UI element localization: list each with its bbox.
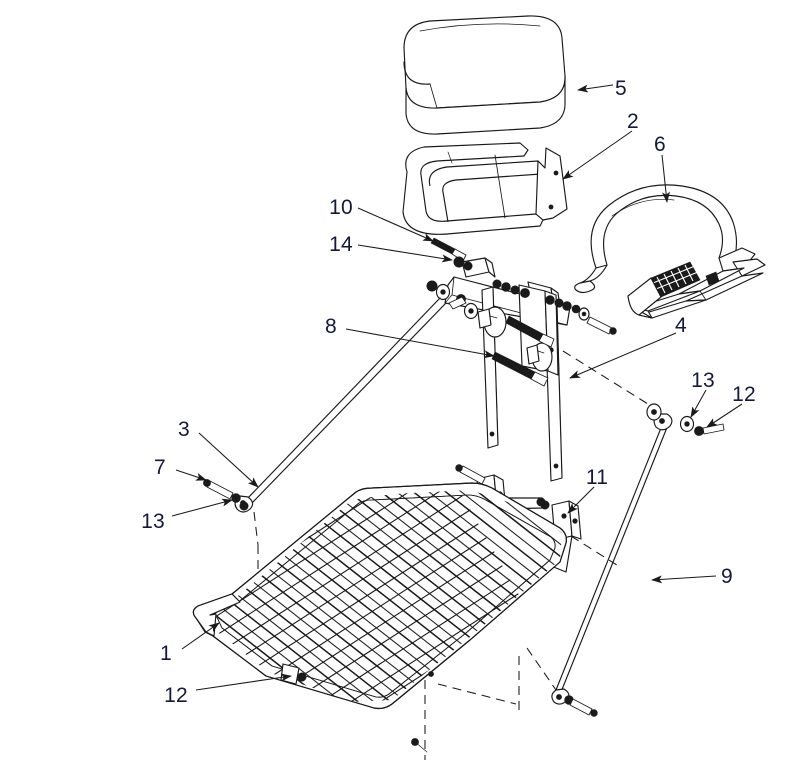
part-3-left-support-rod [234,297,447,513]
callout-number-group: 5 2 6 10 14 8 4 13 12 3 7 13 11 9 1 12 [141,77,756,707]
part-9-right-support-rod [551,403,725,717]
part-5-seat-cushion-pad [403,15,566,135]
callout-8: 8 [325,315,337,338]
callout-3: 3 [178,418,190,441]
callout-4: 4 [675,314,687,337]
center-bracket-assembly [426,237,617,482]
callout-11: 11 [586,466,608,489]
assembly-alignment-lines [253,350,649,760]
callout-12-bottom: 12 [164,684,188,707]
callout-6: 6 [654,133,666,156]
callout-5: 5 [615,77,627,100]
callout-leader-lines [171,84,743,691]
callout-9: 9 [721,565,733,588]
callout-12-right: 12 [732,383,756,406]
part-7-clevis-pin-left [203,479,249,511]
callout-1: 1 [160,642,172,665]
callout-14: 14 [329,233,353,256]
part-2-tubular-seat-frame [402,142,568,235]
callout-13-right: 13 [691,369,715,392]
callout-2: 2 [627,110,639,133]
callout-7: 7 [154,456,166,479]
fastener-stack-upper [492,279,530,298]
callout-10: 10 [329,196,353,219]
part-1-expanded-metal-platform [192,482,567,710]
fastener-stack-lower [545,295,581,314]
part-6-strap-with-buckle [574,184,766,319]
callout-13-left: 13 [141,510,165,533]
